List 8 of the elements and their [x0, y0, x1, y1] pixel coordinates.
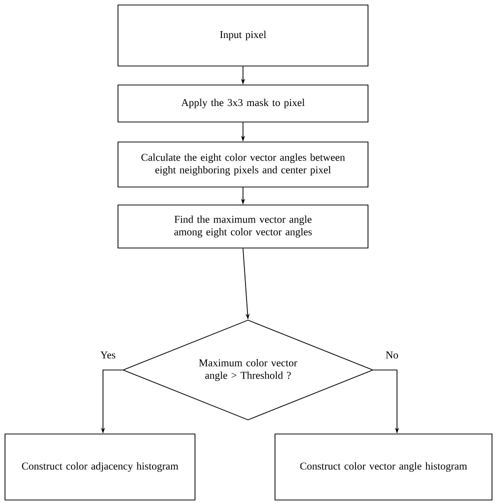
edge-label: Yes [99, 350, 117, 360]
edge-label: No [384, 350, 400, 360]
process-box: Calculate the eight color vector angles between eight neighboring pixels and center pixel [118, 142, 368, 188]
process-box: Construct color adjacency histogram [4, 434, 196, 500]
process-box: Find the maximum vector angle among eight color vector angles [118, 204, 368, 248]
process-box: Construct color vector angle histogram [274, 434, 492, 500]
process-box: Apply the 3x3 mask to pixel [118, 84, 368, 122]
process-box: Input pixel [118, 4, 368, 66]
